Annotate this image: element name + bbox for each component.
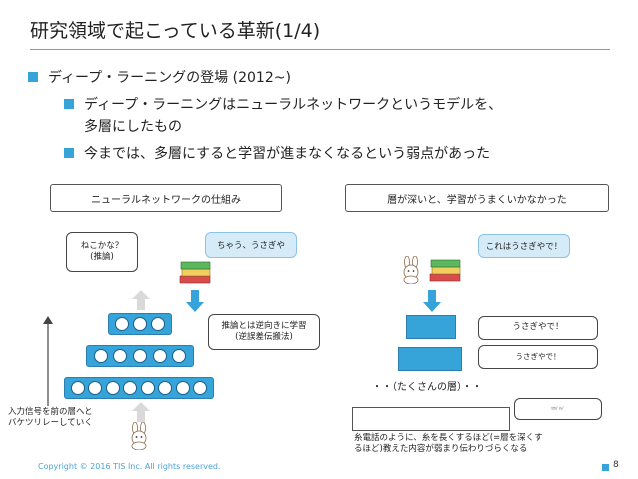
neuron-node (133, 317, 147, 331)
page-number: 8 (613, 460, 619, 470)
faint-signal-bubble: ｳｻｷﾞﾔﾃﾞ (514, 398, 602, 420)
up-arrow-icon (132, 290, 150, 310)
many-layers-label: ・・（たくさんの層）・・ (372, 382, 482, 393)
page-marker-icon (602, 464, 609, 471)
neuron-node (151, 317, 165, 331)
neuron-node (193, 381, 208, 395)
neuron-node (115, 317, 129, 331)
book-stack-icon (429, 259, 461, 282)
neuron-node (132, 349, 147, 363)
up-arrow-icon (132, 402, 150, 422)
neuron-node (105, 381, 120, 395)
nn-layer-top (108, 313, 172, 335)
book-stack-icon (179, 261, 211, 284)
neuron-node (158, 381, 173, 395)
neuron-node (113, 349, 128, 363)
bullet-square-icon (64, 99, 74, 109)
rabbit-icon (131, 422, 147, 450)
page-title: 研究領域で起こっている革新(1/4) (30, 20, 321, 42)
neuron-node (93, 349, 108, 363)
copyright: Copyright © 2016 TIS Inc. All rights res… (38, 462, 221, 471)
signal-bubble-2: うさぎやで！ (478, 345, 598, 369)
left-panel-header: ニューラルネットワークの仕組み (50, 184, 282, 212)
bullet-2-cont: 多層にしたもの (84, 119, 182, 135)
bullet-1: ディープ・ラーニングの登場 (2012~) (48, 70, 291, 86)
bullet-square-icon (64, 148, 74, 158)
input-signal-note: 入力信号を前の層へと バケツリレーしていく (8, 407, 93, 429)
nn-layer-bottom (64, 377, 214, 399)
neuron-node (123, 381, 138, 395)
down-arrow-icon (186, 290, 204, 312)
nn-layer-middle (86, 345, 194, 367)
down-arrow-icon (423, 290, 441, 312)
right-panel-header: 層が深いと、学習がうまくいかなかった (345, 184, 609, 212)
neuron-node (88, 381, 103, 395)
string-phone-note: 糸電話のように、糸を長くするほど(=層を深くす るほど)教えた内容が弱まり伝わり… (354, 433, 543, 455)
signal-direction-arrow (43, 316, 53, 406)
deep-layer-1 (406, 315, 456, 339)
signal-bubble-1: うさぎやで！ (478, 316, 598, 340)
correct-answer-bubble: ちゃう、うさぎや (205, 232, 297, 258)
backprop-bubble: 推論とは逆向きに学習 (逆誤差伝搬法) (208, 314, 320, 350)
neuron-node (70, 381, 85, 395)
deep-layer-bottom (352, 407, 510, 431)
title-divider (30, 49, 610, 50)
bullet-square-icon (28, 72, 38, 82)
rabbit-icon (403, 256, 419, 284)
deep-layer-2 (398, 347, 462, 371)
rabbit-answer-bubble: これはうさぎやで！ (478, 234, 570, 258)
neuron-node (140, 381, 155, 395)
guess-bubble: ねこかな？ (推論) (66, 232, 138, 272)
neuron-node (152, 349, 167, 363)
neuron-node (175, 381, 190, 395)
bullet-3: 今までは、多層にすると学習が進まなくなるという弱点があった (84, 146, 491, 162)
bullet-2: ディープ・ラーニングはニューラルネットワークというモデルを、 (84, 97, 503, 113)
neuron-node (172, 349, 187, 363)
